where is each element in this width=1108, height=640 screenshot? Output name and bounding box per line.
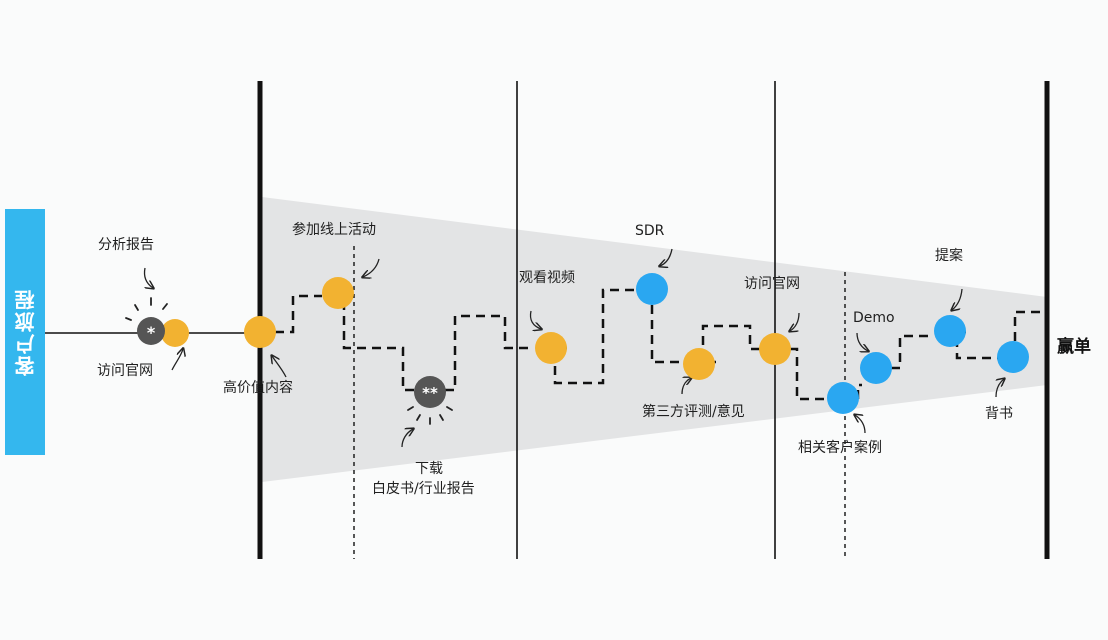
funnel-area xyxy=(262,197,1047,482)
arrow-high-value xyxy=(272,356,287,378)
node-high-value-content xyxy=(244,316,276,348)
burst-lines-1 xyxy=(125,297,168,321)
arrow-sdr xyxy=(660,248,673,266)
label-endorsement: 背书 xyxy=(985,406,1013,422)
arrow-report xyxy=(143,267,153,288)
node-report-analysis xyxy=(137,317,165,345)
label-high-value-content: 高价值内容 xyxy=(223,380,293,396)
arrow-case-study xyxy=(855,415,866,434)
arrow-download xyxy=(401,429,413,448)
arrow-endorsement xyxy=(995,379,1004,398)
node-sdr xyxy=(636,273,668,305)
burst-lines-2 xyxy=(407,406,453,425)
arrow-online-event xyxy=(363,258,380,277)
node-visit-site-1 xyxy=(161,319,189,347)
label-case-study: 相关客户案例 xyxy=(798,440,882,456)
node-proposal xyxy=(934,315,966,347)
node-case-study xyxy=(827,382,859,414)
label-report-analysis: 分析报告 xyxy=(98,237,154,253)
label-watch-video: 观看视频 xyxy=(519,270,575,286)
arrow-demo xyxy=(856,332,868,351)
arrow-third-party xyxy=(681,378,691,395)
arrow-visit-1 xyxy=(171,349,183,371)
label-proposal: 提案 xyxy=(935,248,963,264)
label-visit-site-2: 访问官网 xyxy=(744,276,800,292)
journey-sidebar: 客户旅程 xyxy=(5,209,45,455)
node-visit-site-2 xyxy=(759,333,791,365)
node-demo xyxy=(860,352,892,384)
label-sdr: SDR xyxy=(635,223,665,239)
node-online-event xyxy=(322,277,354,309)
end-label-win: 赢单 xyxy=(1057,337,1091,357)
node-watch-video xyxy=(535,332,567,364)
arrow-visit-2 xyxy=(790,312,800,331)
marker-double: ** xyxy=(422,384,438,402)
label-demo: Demo xyxy=(853,310,895,326)
sidebar-title: 客户旅程 xyxy=(13,288,38,376)
marker-single: * xyxy=(147,323,156,342)
arrow-proposal xyxy=(952,288,963,310)
label-online-event: 参加线上活动 xyxy=(292,222,376,238)
label-visit-site-1: 访问官网 xyxy=(97,363,153,379)
arrow-video xyxy=(529,310,541,329)
label-download-title: 下载 xyxy=(415,461,443,477)
label-third-party: 第三方评测/意见 xyxy=(642,404,745,420)
node-download xyxy=(414,376,446,408)
label-download-subtitle: 白皮书/行业报告 xyxy=(372,481,475,497)
node-endorsement xyxy=(997,341,1029,373)
node-third-party xyxy=(683,348,715,380)
